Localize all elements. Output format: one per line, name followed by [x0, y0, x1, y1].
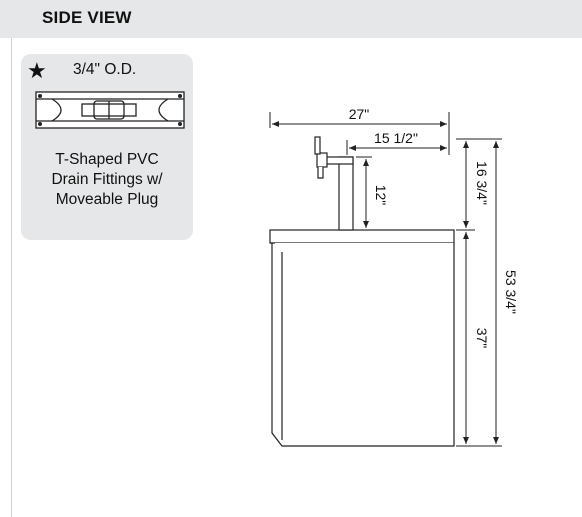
faucet-icon: [316, 152, 328, 168]
fitting-bolt-icon: [38, 94, 42, 98]
tap-offset-label: 15 1/2": [374, 130, 418, 146]
tower-head: [325, 156, 354, 165]
fitting-caption: T-Shaped PVC Drain Fittings w/ Moveable …: [21, 150, 193, 210]
overall-height-label: 53 3/4": [503, 270, 519, 314]
drain-fitting-card: [21, 54, 193, 240]
tower-height-label: 12": [373, 185, 389, 206]
fitting-right-curve: [158, 98, 169, 122]
tower-to-top-label: 16 3/4": [474, 161, 490, 205]
caption-line-1: T-Shaped PVC: [55, 151, 159, 168]
cabinet-body: [271, 243, 455, 447]
caption-line-2: Drain Fittings w/: [51, 171, 163, 188]
fitting-bolt-icon: [178, 122, 182, 126]
fitting-diameter-label: 3/4" O.D.: [73, 61, 137, 78]
fitting-bolt-icon: [38, 122, 42, 126]
faucet-spout: [317, 167, 324, 179]
star-icon: ★: [27, 58, 47, 83]
caption-line-3: Moveable Plug: [55, 191, 159, 208]
tower-column: [338, 156, 354, 231]
section-title: SIDE VIEW: [42, 8, 132, 27]
fitting-left-curve: [51, 98, 62, 122]
section-header: SIDE VIEW: [0, 0, 582, 38]
depth-label: 27": [349, 106, 370, 122]
panel-left-border: [11, 38, 12, 517]
faucet-handle: [314, 136, 321, 155]
cabinet-height-label: 37": [474, 328, 490, 349]
fitting-bolt-icon: [178, 94, 182, 98]
cabinet-top-surface: [269, 229, 455, 244]
